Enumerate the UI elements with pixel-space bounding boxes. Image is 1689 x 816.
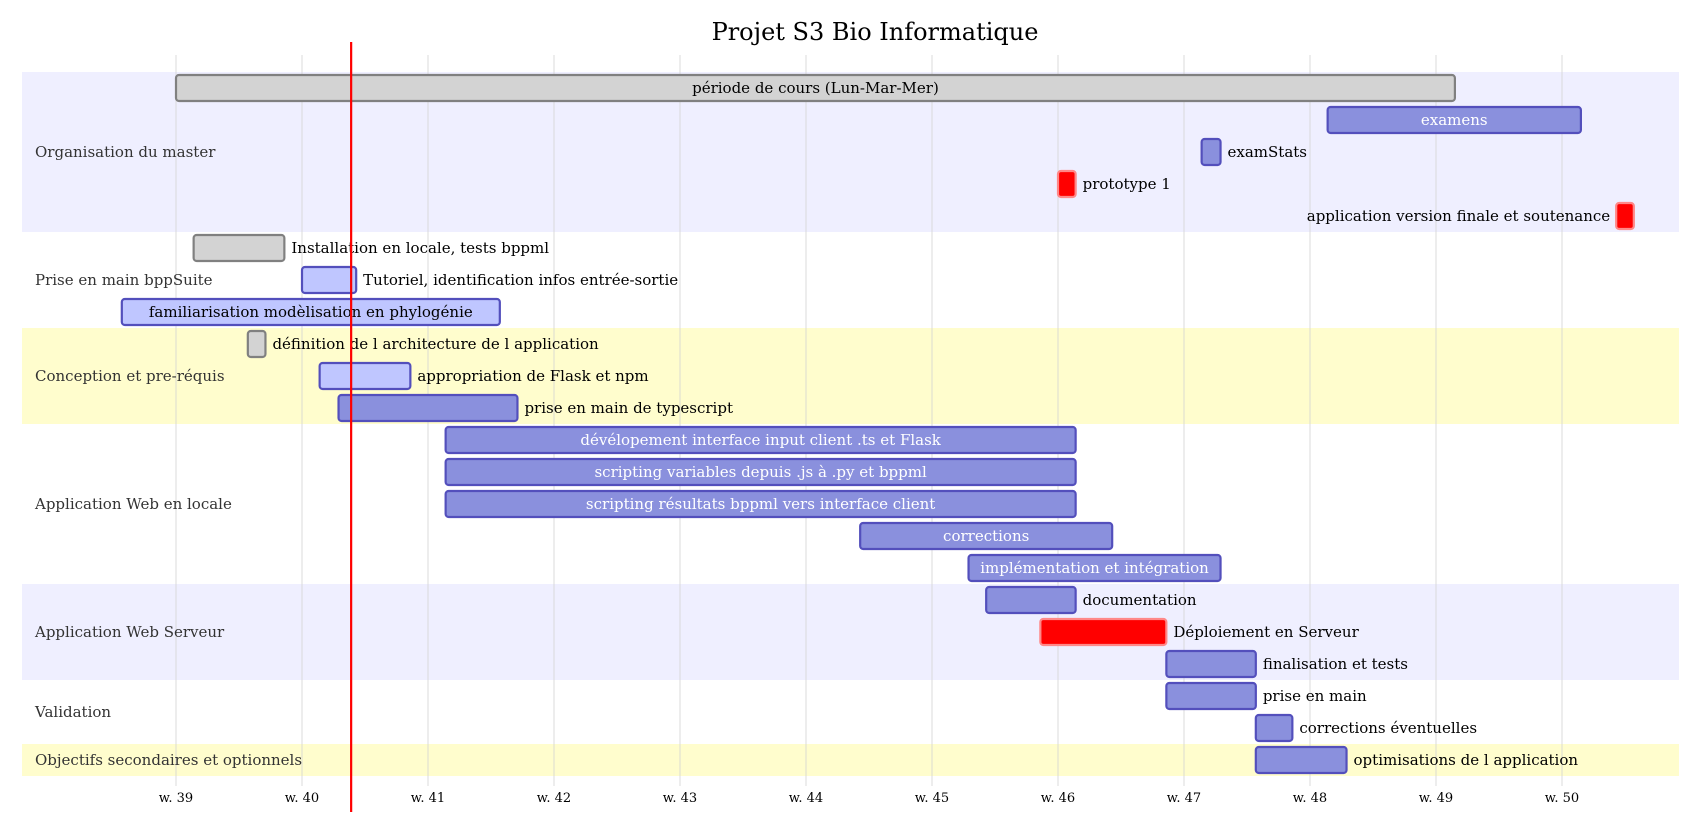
- section-label-objectifs-secondaires-et-optionnels: Objectifs secondaires et optionnels: [35, 751, 302, 769]
- tick-label: w. 49: [1419, 791, 1453, 806]
- task-bar-documentation: [985, 585, 1077, 615]
- section-label-application-web-en-locale: Application Web en locale: [34, 495, 232, 513]
- section-band-application-web-serveur: [22, 584, 1679, 680]
- tick-label: w. 45: [915, 791, 949, 806]
- task-label-finalisation-et-tests: finalisation et tests: [1263, 655, 1408, 673]
- section-band-validation: [22, 680, 1679, 744]
- task-label-developement-interface-input-client-ts-et-flask: dévélopement interface input client .ts …: [580, 431, 941, 449]
- task-label-deploiement-en-serveur: Déploiement en Serveur: [1173, 623, 1359, 641]
- task-bar-prise-en-main-de-typescript: [337, 393, 519, 423]
- section-label-application-web-serveur: Application Web Serveur: [34, 623, 225, 641]
- tick-label: w. 39: [159, 791, 193, 806]
- section-bands: [22, 72, 1679, 776]
- task-bar-prototype-1: [1056, 169, 1077, 199]
- task-label-optimisations-de-l-application: optimisations de l application: [1354, 751, 1579, 769]
- task-bar-scripting-variables-depuis-js-a-py-et-bppml: [444, 457, 1077, 487]
- task-bar-corrections-eventuelles: [1254, 713, 1294, 743]
- tick-label: w. 50: [1545, 791, 1579, 806]
- tick-label: w. 43: [663, 791, 697, 806]
- task-bar-examstats: [1200, 137, 1222, 167]
- task-bars: période de cours (Lun-Mar-Mer) examens exa…: [120, 73, 1635, 775]
- chart-title: Projet S3 Bio Informatique: [712, 18, 1039, 46]
- section-band-conception-et-pre-requis: [22, 328, 1679, 424]
- task-bar-definition-de-l-architecture-de-l-application: [246, 329, 267, 359]
- task-label-prise-en-main: prise en main: [1263, 687, 1367, 705]
- task-bar-corrections: [859, 521, 1114, 551]
- task-bar-application-version-finale-et-soutenance: [1615, 201, 1635, 231]
- task-bar-developement-interface-input-client-ts-et-flask: [444, 425, 1077, 455]
- task-bar-installation-en-locale-tests-bppml: [192, 233, 286, 263]
- task-bar-appropriation-de-flask-et-npm: [318, 361, 412, 391]
- tick-label: w. 47: [1167, 791, 1201, 806]
- task-label-definition-de-l-architecture-de-l-application: définition de l architecture de l applic…: [272, 335, 599, 353]
- task-label-documentation: documentation: [1083, 591, 1197, 609]
- task-bar-periode-de-cours-lun-mar-mer: [174, 73, 1457, 103]
- x-axis-ticks: w. 39 w. 40 w. 41 w. 42 w. 43 w. 44 w. 45 w. 46…: [159, 791, 1579, 806]
- task-label-tutoriel-identification-infos-entree-sortie: Tutoriel, identification infos entrée-so…: [363, 271, 678, 289]
- section-band-objectifs-secondaires-et-optionnels: [22, 744, 1679, 776]
- task-label-periode-de-cours-lun-mar-mer: période de cours (Lun-Mar-Mer): [692, 79, 939, 97]
- task-bar-deploiement-en-serveur: [1039, 617, 1168, 647]
- task-label-familiarisation-modelisation-en-phylogenie: familiarisation modèlisation en phylogén…: [149, 303, 473, 321]
- section-label-organisation-du-master: Organisation du master: [35, 143, 216, 161]
- task-label-prise-en-main-de-typescript: prise en main de typescript: [524, 399, 733, 417]
- task-bar-optimisations-de-l-application: [1254, 745, 1348, 775]
- tick-label: w. 42: [537, 791, 571, 806]
- task-label-implementation-et-integration: implémentation et intégration: [980, 559, 1209, 577]
- section-label-conception-et-pre-requis: Conception et pre-réquis: [35, 367, 225, 385]
- tick-label: w. 41: [411, 791, 445, 806]
- tick-label: w. 40: [285, 791, 319, 806]
- task-label-installation-en-locale-tests-bppml: Installation en locale, tests bppml: [291, 239, 549, 257]
- tick-label: w. 44: [789, 791, 823, 806]
- task-label-application-version-finale-et-soutenance: application version finale et soutenance: [1307, 207, 1611, 225]
- tick-label: w. 48: [1293, 791, 1327, 806]
- section-label-validation: Validation: [34, 703, 111, 721]
- task-label-corrections-eventuelles: corrections éventuelles: [1299, 719, 1477, 737]
- task-label-examstats: examStats: [1228, 143, 1307, 161]
- task-bar-finalisation-et-tests: [1165, 649, 1257, 679]
- task-bar-tutoriel-identification-infos-entree-sortie: [300, 265, 358, 295]
- task-label-prototype-1: prototype 1: [1083, 175, 1171, 193]
- task-bar-scripting-resultats-bppml-vers-interface-client: [444, 489, 1077, 519]
- tick-label: w. 46: [1041, 791, 1075, 806]
- task-label-scripting-variables-depuis-js-a-py-et-bppml: scripting variables depuis .js à .py et …: [594, 463, 927, 481]
- task-label-appropriation-de-flask-et-npm: appropriation de Flask et npm: [417, 367, 648, 385]
- task-label-scripting-resultats-bppml-vers-interface-client: scripting résultats bppml vers interface…: [586, 495, 935, 513]
- task-bar-familiarisation-modelisation-en-phylogenie: [120, 297, 501, 327]
- task-label-examens: examens: [1421, 111, 1488, 129]
- task-label-corrections: corrections: [943, 527, 1029, 545]
- task-bar-implementation-et-integration: [967, 553, 1222, 583]
- task-bar-examens: [1326, 105, 1583, 135]
- section-label-prise-en-main-bppsuite: Prise en main bppSuite: [35, 271, 213, 289]
- task-bar-prise-en-main: [1165, 681, 1257, 711]
